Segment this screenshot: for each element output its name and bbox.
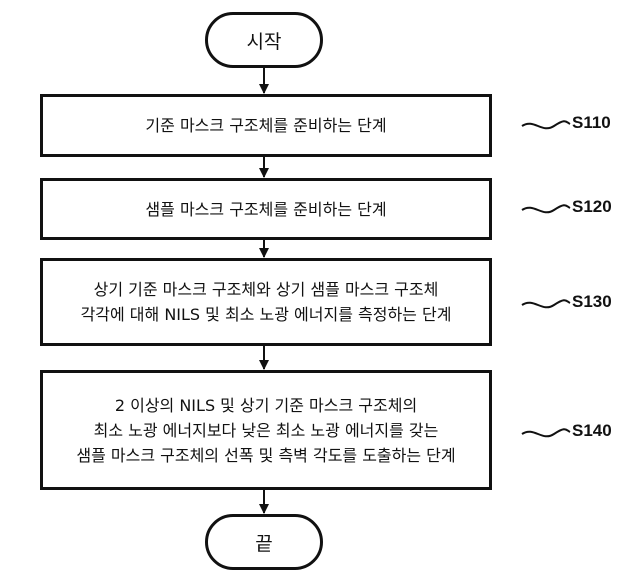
step-s120-line-1: 샘플 마스크 구조체를 준비하는 단계 [145, 199, 387, 219]
step-s120-box: 샘플 마스크 구조체를 준비하는 단계 [40, 178, 492, 240]
leader-s120 [521, 204, 571, 214]
end-label: 끝 [255, 532, 273, 555]
leader-s110 [521, 120, 571, 130]
leader-s140 [521, 428, 571, 438]
step-s110-box: 기준 마스크 구조체를 준비하는 단계 [40, 94, 492, 157]
leader-s130 [521, 299, 571, 309]
step-s110-line-1: 기준 마스크 구조체를 준비하는 단계 [145, 116, 387, 135]
step-s130-line-1: 상기 기준 마스크 구조체와 상기 샘플 마스크 구조체 [93, 280, 439, 299]
step-s130-ref: S130 [572, 292, 612, 311]
step-s120-ref: S120 [572, 197, 612, 216]
step-s110-ref: S110 [572, 113, 611, 132]
start-terminal: 시작 [205, 12, 323, 68]
step-s140-box: 2 이상의 NILS 및 상기 기준 마스크 구조체의 최소 노광 에너지보다 … [40, 370, 492, 490]
start-label: 시작 [246, 30, 282, 53]
step-s140-line-2: 최소 노광 에너지보다 낮은 최소 노광 에너지를 갖는 [93, 420, 439, 440]
step-s140-ref: S140 [572, 421, 612, 440]
step-s130-line-2: 각각에 대해 NILS 및 최소 노광 에너지를 측정하는 단계 [80, 305, 452, 324]
step-s130-box: 상기 기준 마스크 구조체와 상기 샘플 마스크 구조체 각각에 대해 NILS… [40, 258, 492, 346]
step-s140-line-3: 샘플 마스크 구조체의 선폭 및 측벽 각도를 도출하는 단계 [76, 445, 456, 465]
end-terminal: 끝 [205, 514, 323, 570]
step-s140-line-1: 2 이상의 NILS 및 상기 기준 마스크 구조체의 [114, 395, 418, 415]
